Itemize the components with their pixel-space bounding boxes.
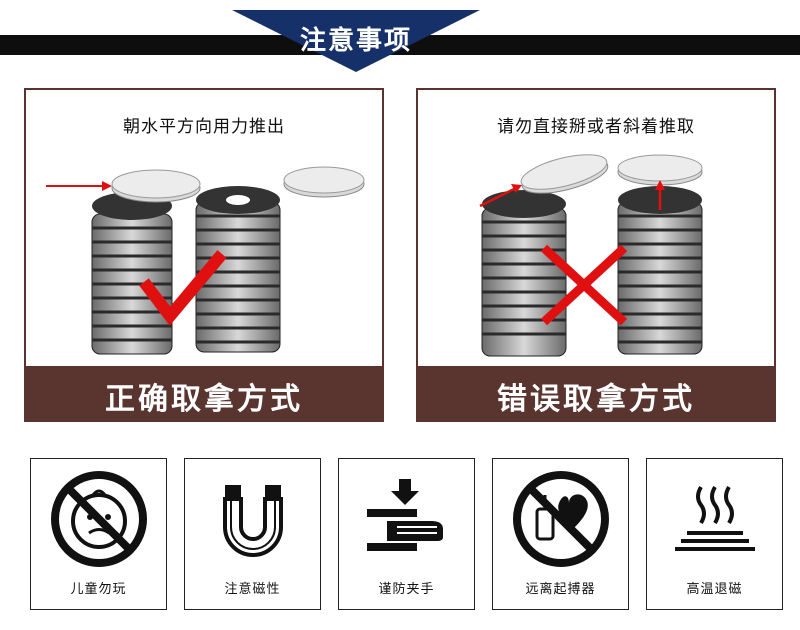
panel-caption: 请勿直接掰或者斜着推取: [497, 117, 695, 137]
warning-card-pacemaker: 远离起搏器: [492, 458, 629, 610]
heat-icon: [675, 485, 755, 551]
page-title: 注意事项: [299, 26, 412, 56]
hand-pinch-icon: [367, 479, 443, 551]
icon-label: 谨防夹手: [378, 582, 435, 597]
child-prohibited-icon: [51, 471, 147, 567]
icon-label: 注意磁性: [224, 582, 281, 597]
icon-label: 远离起搏器: [525, 582, 596, 597]
panel-correct: 朝水平方向用力推出: [24, 88, 384, 422]
warning-card-children: 儿童勿玩: [30, 458, 167, 610]
icon-label: 儿童勿玩: [70, 582, 127, 597]
pacemaker-prohibited-icon: [513, 471, 609, 567]
magnet-stack-b: [617, 186, 703, 355]
wrong-method-illustration: [479, 154, 703, 357]
correct-method-illustration: [46, 166, 365, 355]
magnet-icon: [223, 485, 283, 557]
panel-footer-label: 错误取拿方式: [497, 382, 695, 417]
magnet-stack-a: [91, 192, 173, 355]
icon-label: 高温退磁: [686, 582, 743, 597]
warning-card-magnet: 注意磁性: [184, 458, 321, 610]
panel-caption: 朝水平方向用力推出: [123, 117, 285, 137]
panel-footer: 错误取拿方式: [416, 366, 776, 422]
warning-card-heat: 高温退磁: [646, 458, 783, 610]
panel-wrong: 请勿直接掰或者斜着推取: [416, 88, 776, 422]
header-tab: [232, 10, 480, 72]
magnet-stack-a: [481, 190, 567, 357]
panel-footer: 正确取拿方式: [24, 366, 384, 422]
panel-footer-label: 正确取拿方式: [105, 382, 303, 417]
warning-card-pinch: 谨防夹手: [338, 458, 475, 610]
